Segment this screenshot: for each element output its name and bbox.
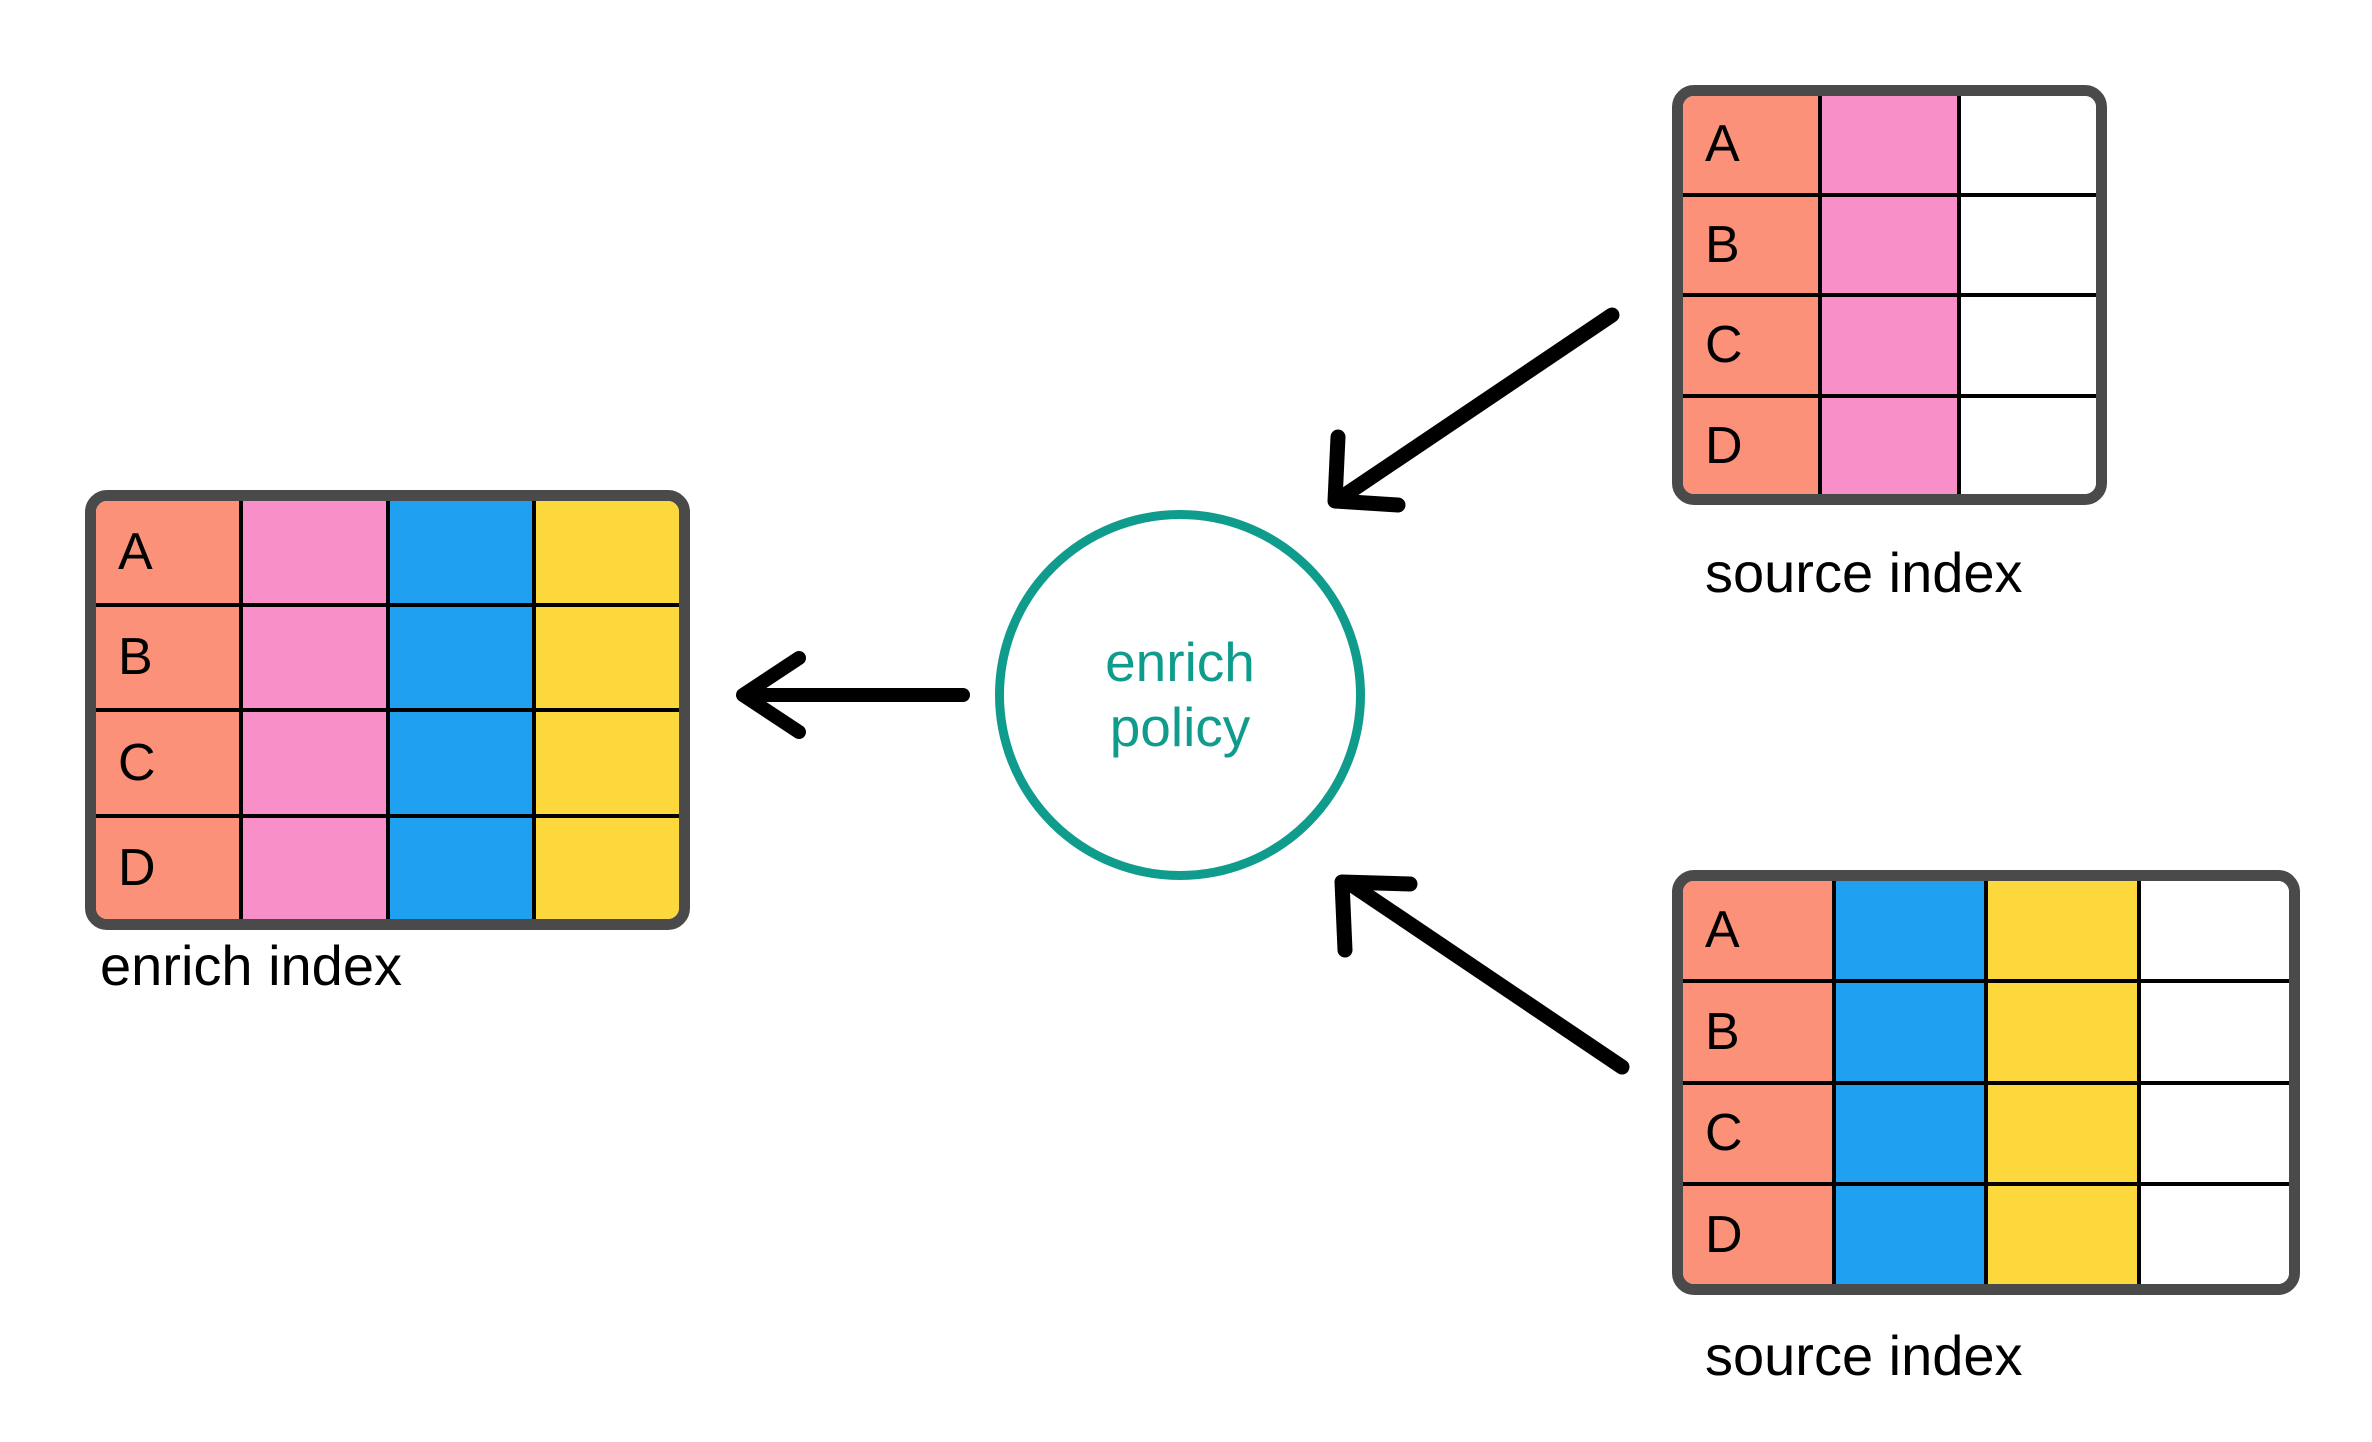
source-bottom-cell-r3c0: D (1683, 1186, 1836, 1284)
enrich-index-cell-r2c0: C (96, 712, 243, 814)
enrich-index-cell-r0c0: A (96, 501, 243, 603)
enrich-index-cell-r3c0: D (96, 817, 243, 919)
source-bottom-cell-r3c3 (2140, 1186, 2289, 1284)
source-top-cell-r3c2 (1961, 397, 2096, 494)
source-top-cell-r3c1 (1822, 397, 1961, 494)
source-index-bottom-table: A B C D (1672, 870, 2300, 1295)
source-bottom-cell-r1c0: B (1683, 982, 1836, 1081)
arrow-source-bottom-to-policy (1334, 874, 1630, 1075)
source-top-cell-r2c1 (1822, 297, 1961, 394)
source-bottom-cell-r2c2 (1988, 1084, 2141, 1183)
source-top-cell-r1c1 (1822, 196, 1961, 293)
enrich-index-cell-r2c1 (242, 712, 390, 814)
enrich-index-table: A B C D (85, 490, 690, 930)
source-top-cell-r2c0: C (1683, 297, 1822, 394)
source-top-cell-r1c2 (1961, 196, 2096, 293)
enrich-policy-label-line1: enrich (1105, 631, 1255, 694)
enrich-index-cell-r2c2 (389, 712, 537, 814)
arrow-policy-to-enrich-index (736, 651, 970, 739)
source-bottom-cell-r2c3 (2140, 1084, 2289, 1183)
enrich-index-cell-r0c1 (242, 501, 390, 603)
source-bottom-cell-r2c0: C (1683, 1084, 1836, 1183)
enrich-index-cell-r1c3 (536, 606, 679, 708)
source-top-cell-r0c1 (1822, 96, 1961, 193)
table-row: C (96, 712, 679, 818)
arrow-source-top-to-policy (1327, 307, 1620, 513)
table-row: A (96, 501, 679, 607)
enrich-index-cell-r2c3 (536, 712, 679, 814)
enrich-index-cell-r3c1 (242, 817, 390, 919)
enrich-index-cell-r0c2 (389, 501, 537, 603)
table-row: D (1683, 1186, 2289, 1284)
source-top-cell-r0c2 (1961, 96, 2096, 193)
source-bottom-cell-r0c0: A (1683, 881, 1836, 979)
enrich-index-cell-r1c1 (242, 606, 390, 708)
source-bottom-cell-r1c3 (2140, 982, 2289, 1081)
enrich-policy-node: enrich policy (995, 510, 1365, 880)
table-row: B (1683, 196, 2096, 297)
source-bottom-cell-r2c1 (1835, 1084, 1988, 1183)
source-bottom-cell-r3c1 (1835, 1186, 1988, 1284)
enrich-index-cell-r0c3 (536, 501, 679, 603)
enrich-index-cell-r3c3 (536, 817, 679, 919)
source-top-cell-r0c0: A (1683, 96, 1822, 193)
table-row: C (1683, 1084, 2289, 1187)
source-top-cell-r2c2 (1961, 297, 2096, 394)
enrich-index-cell-r1c2 (389, 606, 537, 708)
source-bottom-cell-r1c2 (1988, 982, 2141, 1081)
source-bottom-cell-r0c1 (1835, 881, 1988, 979)
enrich-index-cell-r3c2 (389, 817, 537, 919)
source-bottom-cell-r0c3 (2140, 881, 2289, 979)
enrich-index-caption: enrich index (100, 934, 402, 997)
source-top-cell-r1c0: B (1683, 196, 1822, 293)
table-row: B (96, 606, 679, 712)
table-row: A (1683, 881, 2289, 983)
source-index-top-caption: source index (1705, 541, 2023, 604)
table-row: B (1683, 982, 2289, 1085)
table-row: D (1683, 397, 2096, 494)
enrich-policy-label-line2: policy (1109, 696, 1251, 758)
enrich-index-cell-r1c0: B (96, 606, 243, 708)
table-row: C (1683, 297, 2096, 398)
source-bottom-cell-r3c2 (1988, 1186, 2141, 1284)
table-row: D (96, 817, 679, 919)
table-row: A (1683, 96, 2096, 197)
source-index-bottom-caption: source index (1705, 1324, 2023, 1387)
source-top-cell-r3c0: D (1683, 397, 1822, 494)
source-bottom-cell-r0c2 (1988, 881, 2141, 979)
source-bottom-cell-r1c1 (1835, 982, 1988, 1081)
source-index-top-table: A B C D (1672, 85, 2107, 505)
